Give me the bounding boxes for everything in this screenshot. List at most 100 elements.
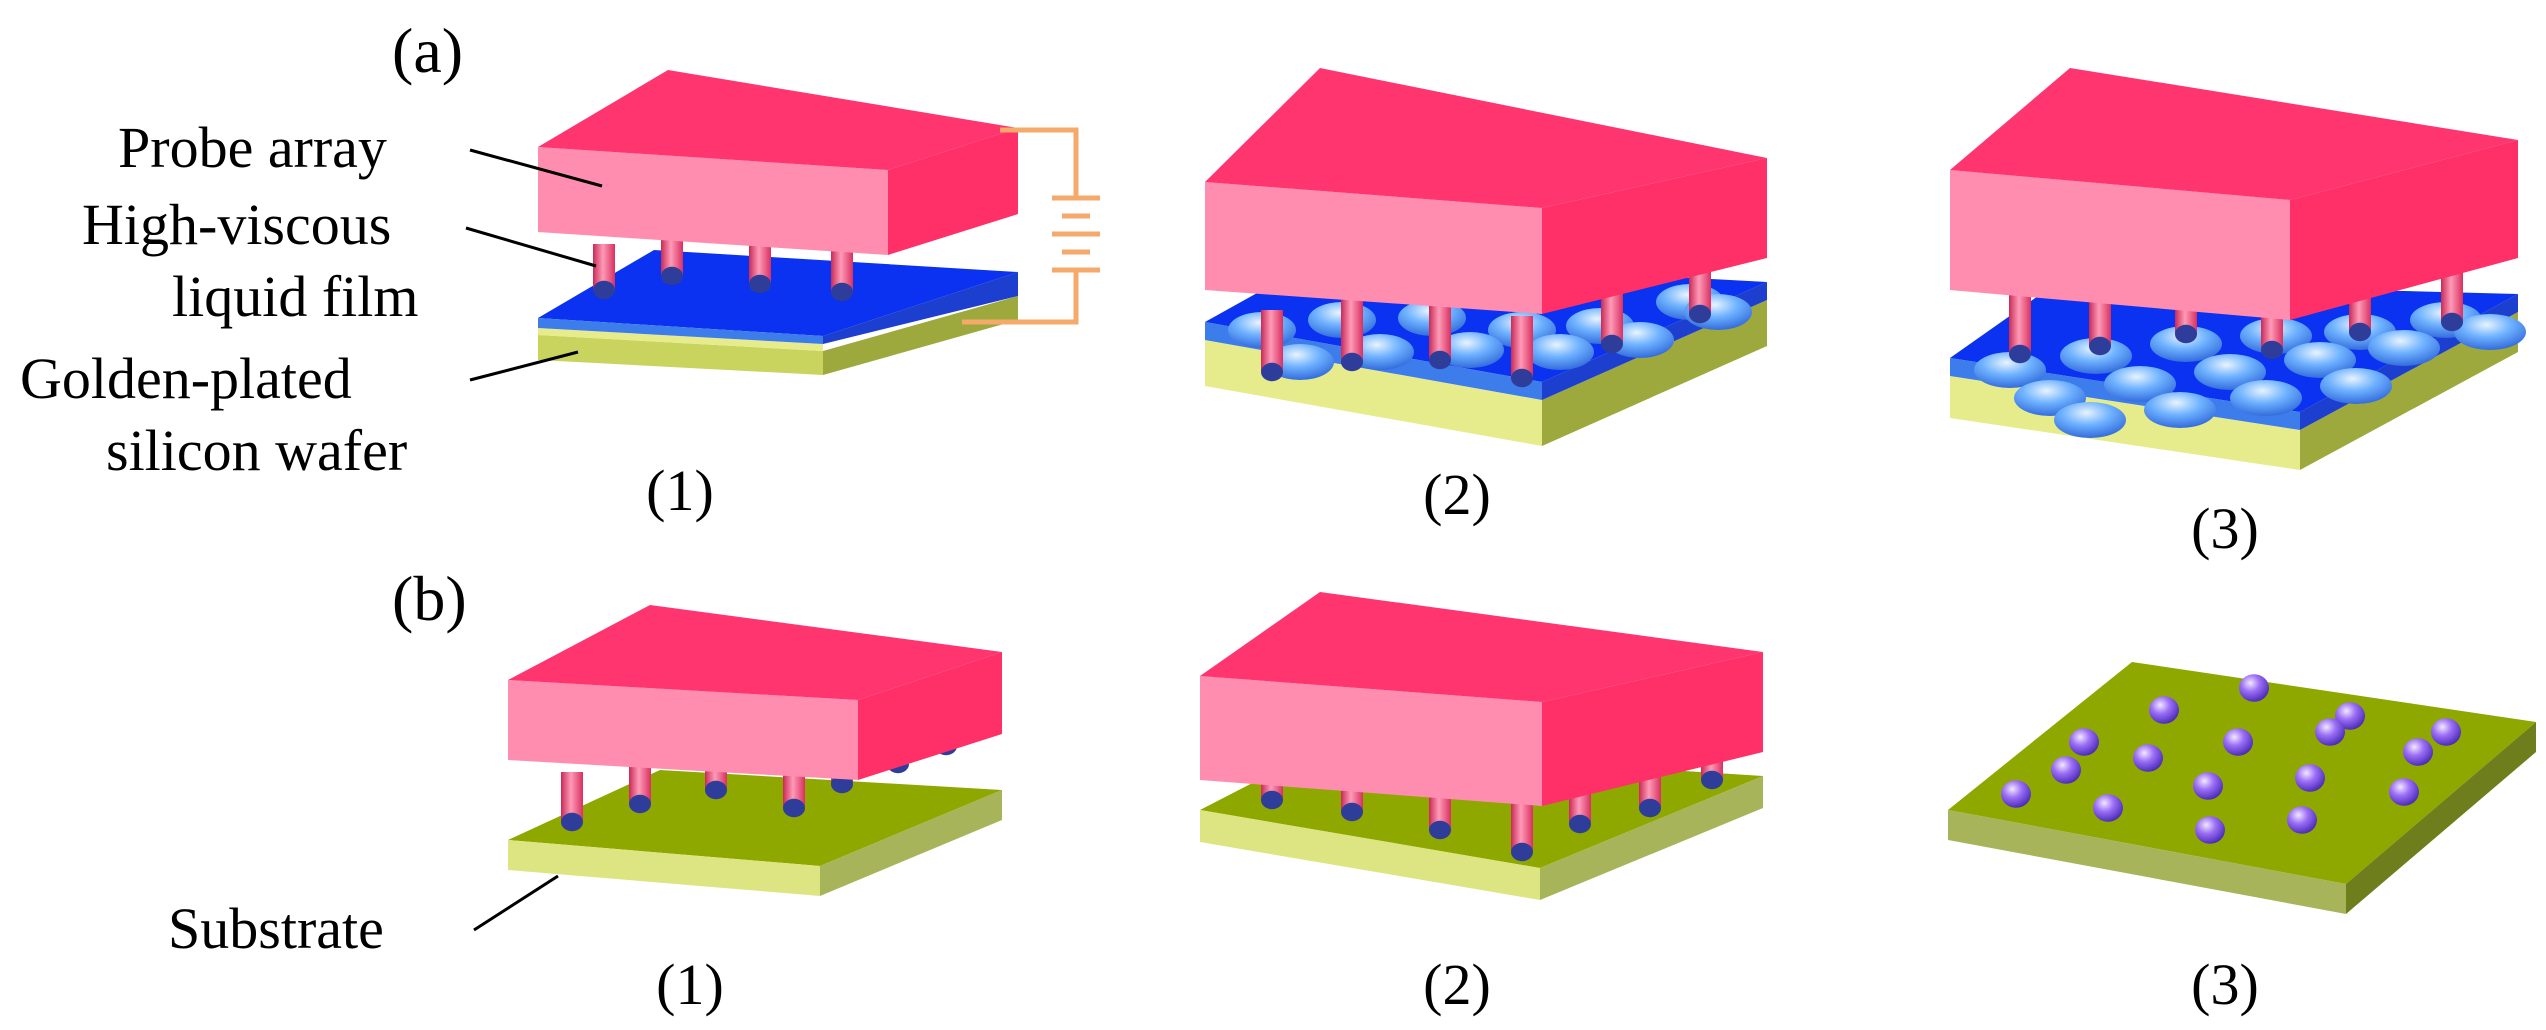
probe-tips (593, 230, 853, 302)
wafer-side-face (2300, 312, 2518, 470)
deposited-dot (2295, 764, 2325, 792)
substrate-front (508, 840, 820, 896)
probe-tip (593, 244, 615, 300)
step-b2-diagram (1200, 592, 1763, 900)
liquid-droplet (2284, 342, 2356, 378)
liquid-droplet (1526, 334, 1594, 370)
deposited-dot (2223, 728, 2253, 756)
leader-wafer (469, 350, 579, 382)
callout-substrate: Substrate (168, 896, 384, 961)
callout-wafer-line2: silicon wafer (106, 418, 407, 483)
deposited-dot (2093, 794, 2123, 822)
substrate-top (1948, 662, 2536, 884)
liquid-droplet (2320, 368, 2392, 404)
callouts-a: Probe array High-viscous liquid film Gol… (20, 115, 603, 483)
probe-array-side (858, 652, 1002, 780)
deposited-dot (2133, 744, 2163, 772)
panel-label-b: (b) (392, 563, 467, 634)
deposited-dot (2389, 778, 2419, 806)
deposited-dot (2051, 756, 2081, 784)
probe-tip (1261, 310, 1283, 382)
wafer-gold-layer (538, 328, 823, 351)
liquid-droplet (1974, 352, 2046, 388)
probe-tip (2009, 292, 2031, 364)
deposited-dot (2149, 696, 2179, 724)
probe-array-side (888, 128, 1018, 255)
liquid-droplet (2144, 392, 2216, 428)
probe-tip (561, 772, 583, 832)
probe-array-front (1950, 170, 2290, 320)
liquid-droplet (2368, 330, 2440, 366)
deposited-dot (2315, 718, 2345, 746)
wafer-side-face (823, 296, 1018, 375)
probe-array-top (1950, 68, 2518, 200)
battery-wire-bottom (962, 286, 1079, 325)
probe-tip (1511, 316, 1533, 388)
substrate-side (2346, 722, 2536, 914)
deposited-dot (2195, 816, 2225, 844)
leader-probe-array (469, 148, 603, 188)
probe-array-top (1205, 68, 1767, 208)
step-label-a3: (3) (2191, 496, 2259, 561)
leader-substrate (473, 874, 559, 932)
step-label-a1: (1) (646, 458, 714, 523)
deposited-dot (2069, 728, 2099, 756)
callout-wafer-line1: Golden-plated (20, 346, 352, 411)
leader-liquid-film (465, 226, 597, 268)
wafer-front-face (538, 335, 823, 375)
probe-tips (1261, 252, 1711, 388)
step-label-a2: (2) (1423, 462, 1491, 527)
probe-tip (1341, 300, 1363, 372)
step-label-b2: (2) (1423, 952, 1491, 1017)
probe-array-top (508, 605, 1002, 700)
liquid-droplet (2104, 366, 2176, 402)
deposited-dot (2287, 806, 2317, 834)
probe-array-top (1200, 592, 1763, 702)
probe-array-front (538, 147, 888, 255)
callout-liquid-film-line2: liquid film (172, 264, 419, 329)
probe-tip (1429, 298, 1451, 370)
deposited-dot (2431, 718, 2461, 746)
substrate-side (820, 790, 1002, 896)
substrate-front (1200, 810, 1540, 900)
liquid-droplet (2054, 402, 2126, 438)
step-label-b3: (3) (2191, 952, 2259, 1017)
deposited-dot (2335, 702, 2365, 730)
wafer-side-face (1542, 300, 1767, 446)
liquid-film-top (538, 250, 1018, 336)
panel-label-a: (a) (392, 15, 463, 86)
callout-probe-array: Probe array (118, 115, 387, 180)
liquid-droplet (2194, 354, 2266, 390)
deposited-dot (2001, 780, 2031, 808)
substrate-side (1540, 776, 1763, 900)
probe-tip (661, 230, 683, 286)
probe-tip (831, 246, 853, 302)
liquid-droplet (1436, 332, 1504, 368)
battery-wire-top (1000, 127, 1079, 185)
step-a3-diagram (1950, 68, 2526, 470)
liquid-droplet (2150, 326, 2222, 362)
battery-circuit (962, 127, 1100, 325)
deposited-dot (2239, 674, 2269, 702)
callout-liquid-film-line1: High-viscous (82, 192, 391, 257)
step-a2-diagram (1205, 68, 1767, 446)
liquid-droplet (2454, 314, 2526, 350)
probe-array-front (1205, 182, 1542, 314)
probe-array-side (1542, 158, 1767, 314)
liquid-droplets (1974, 302, 2526, 438)
liquid-droplet (2230, 380, 2302, 416)
probe-array-top (538, 70, 1018, 170)
probe-array-front (1200, 676, 1542, 806)
liquid-film-front (538, 318, 823, 344)
liquid-droplet (2060, 338, 2132, 374)
deposited-dot (2403, 738, 2433, 766)
deposited-dots (2001, 674, 2461, 844)
probe-array-side (1542, 652, 1763, 806)
substrate-front (1948, 810, 2346, 914)
deposited-dot (2193, 772, 2223, 800)
step-b1-diagram (508, 605, 1002, 896)
step-a1-diagram (538, 70, 1100, 375)
step-b3-diagram (1948, 662, 2536, 914)
probe-tip (749, 238, 771, 294)
